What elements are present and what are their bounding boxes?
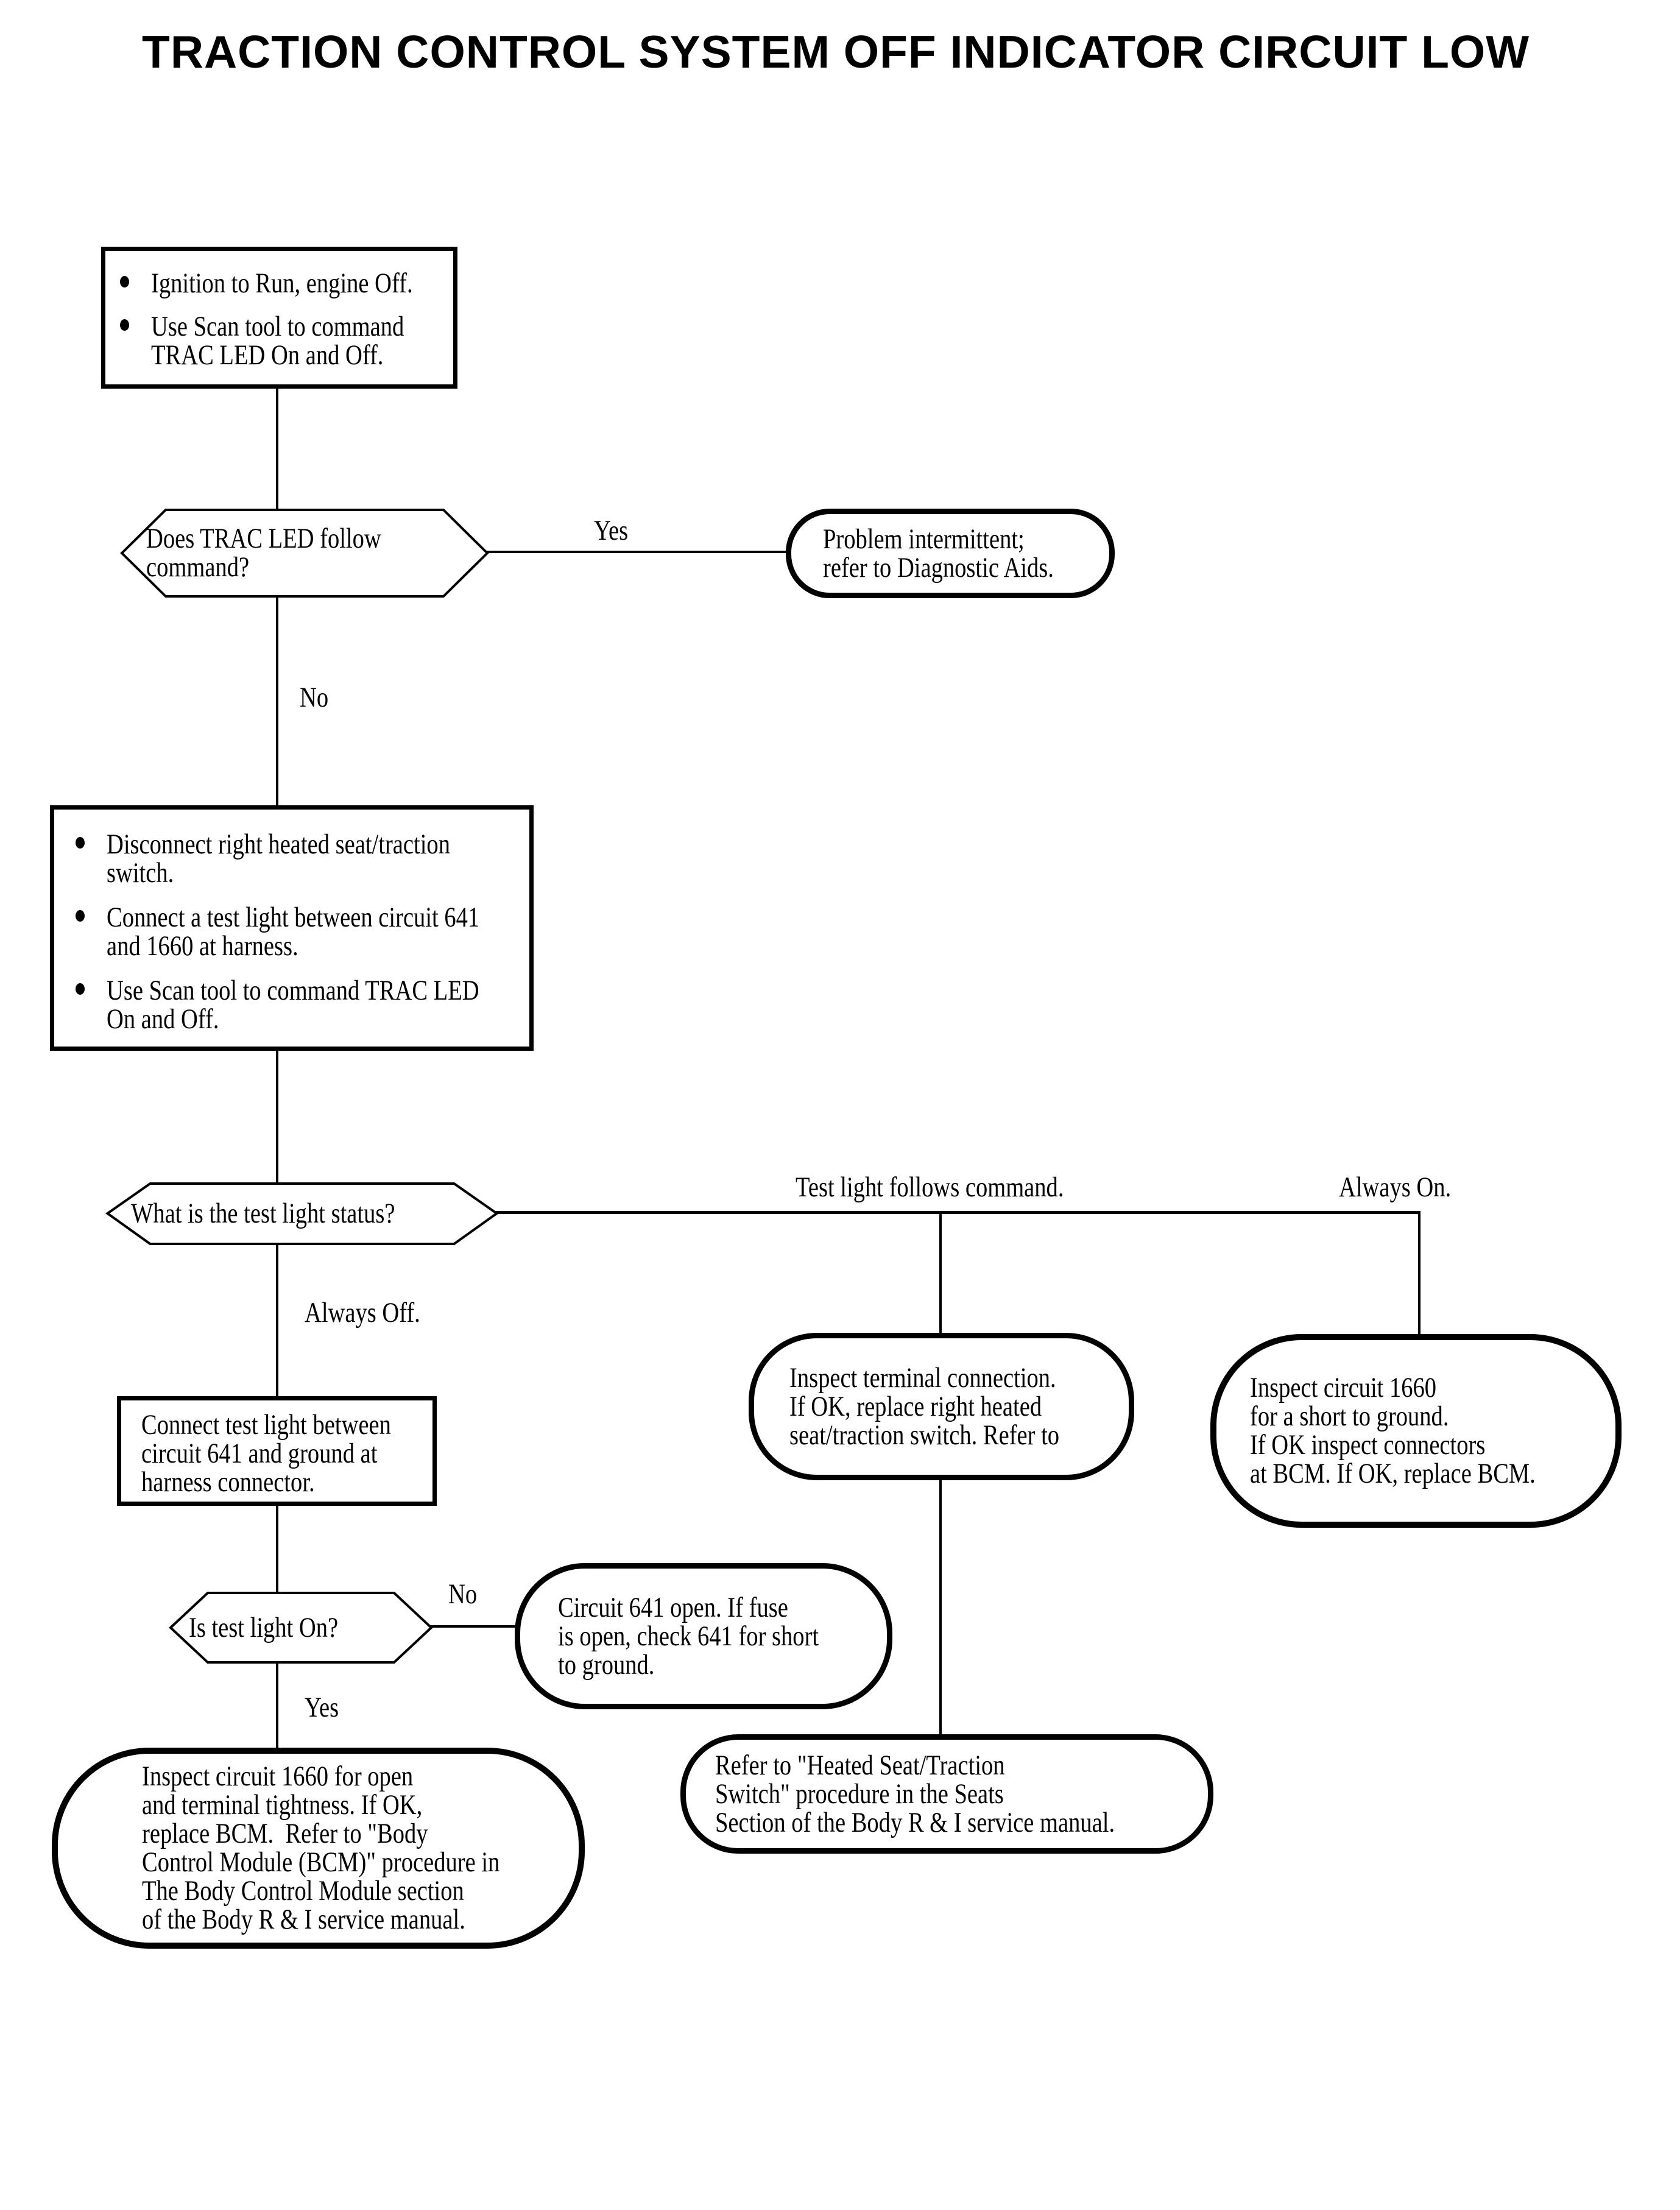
step-bullet-item: Use Scan tool to command TRAC LED On and… [76,976,523,1034]
connector-follows-drop [939,1213,942,1334]
connector-always-on-drop [1418,1213,1421,1335]
connector-q3-no [412,1625,516,1628]
no-edge-label: No [300,682,329,713]
q-trac-led-follow-hexagon: Does TRAC LED follow command? [94,508,515,598]
terminal-problem-intermittent: Problem intermittent; refer to Diagnosti… [786,509,1115,598]
connector-q3-yes [276,1663,278,1749]
bullet-icon [76,910,85,922]
connector-step3-to-q3 [276,1505,278,1592]
bullet-icon [76,837,85,849]
always-off-edge-label: Always Off. [305,1297,420,1329]
terminal-inspect-1660-open: Inspect circuit 1660 for open and termin… [52,1748,585,1949]
connector-q2-branches [472,1211,1421,1214]
hexagon-shape [120,509,489,598]
no-edge-label-2: No [448,1578,478,1610]
step-bullet-text: Use Scan tool to command TRAC LED On and… [107,975,479,1035]
terminal-text: Inspect terminal connection. If OK, repl… [789,1361,1060,1451]
step-bullet-text: Connect a test light between circuit 641… [107,902,480,962]
decision-question-text: Does TRAC LED follow command? [146,523,381,583]
step-bullet-item: Use Scan tool to command TRAC LED On and… [120,312,443,370]
step-bullet-text: Use Scan tool to command TRAC LED On and… [151,311,404,371]
hexagon-shape [105,1182,499,1245]
decision-question-text: What is the test light status? [131,1198,395,1229]
terminal-text: Problem intermittent; refer to Diagnosti… [823,523,1054,584]
connector-start-to-q1 [276,386,278,510]
connector-q2-always-off [276,1244,278,1397]
start-step-box: Ignition to Run, engine Off. Use Scan to… [101,247,457,389]
terminal-inspect-terminal-connection: Inspect terminal connection. If OK, repl… [749,1333,1134,1480]
yes-edge-label-2: Yes [305,1692,339,1723]
q-test-light-status-hexagon: What is the test light status? [80,1182,524,1246]
disconnect-switch-step-box: Disconnect right heated seat/traction sw… [50,805,534,1051]
step-bullet-item: Ignition to Run, engine Off. [120,269,443,298]
connector-q1-no [276,596,278,807]
terminal-refer-heated-seat: Refer to "Heated Seat/Traction Switch" p… [680,1734,1213,1854]
step-bullet-text: Ignition to Run, engine Off. [151,267,413,299]
bullet-icon [120,319,129,331]
q-is-test-light-on-hexagon: Is test light On? [149,1591,453,1664]
terminal-inspect-1660-short: Inspect circuit 1660 for a short to grou… [1210,1334,1622,1528]
hexagon-shape [169,1592,433,1664]
bullet-icon [120,276,129,288]
bullet-icon [76,983,85,995]
step-bullet-text: Disconnect right heated seat/traction sw… [107,828,450,889]
connector-q1-yes [462,551,787,553]
yes-edge-label: Yes [594,515,629,546]
terminal-text: Circuit 641 open. If fuse is open, check… [558,1591,819,1681]
test-light-follows-edge-label: Test light follows command. [796,1171,1064,1203]
connector-step2-to-q2 [276,1050,278,1183]
step-text: Connect test light between circuit 641 a… [141,1409,391,1498]
terminal-text: Inspect circuit 1660 for a short to grou… [1250,1372,1536,1489]
always-on-edge-label: Always On. [1339,1171,1452,1203]
connect-test-light-ground-box: Connect test light between circuit 641 a… [117,1396,437,1506]
terminal-circuit-641-open: Circuit 641 open. If fuse is open, check… [515,1563,892,1709]
terminal-text: Refer to "Heated Seat/Traction Switch" p… [715,1749,1115,1838]
step-bullet-item: Connect a test light between circuit 641… [76,903,523,961]
step-bullet-item: Disconnect right heated seat/traction sw… [76,830,523,888]
terminal-text: Inspect circuit 1660 for open and termin… [142,1760,500,1935]
decision-question-text: Is test light On? [189,1611,339,1643]
connector-terminal2-to-seats [939,1478,942,1735]
page-title: TRACTION CONTROL SYSTEM OFF INDICATOR CI… [142,26,1530,77]
